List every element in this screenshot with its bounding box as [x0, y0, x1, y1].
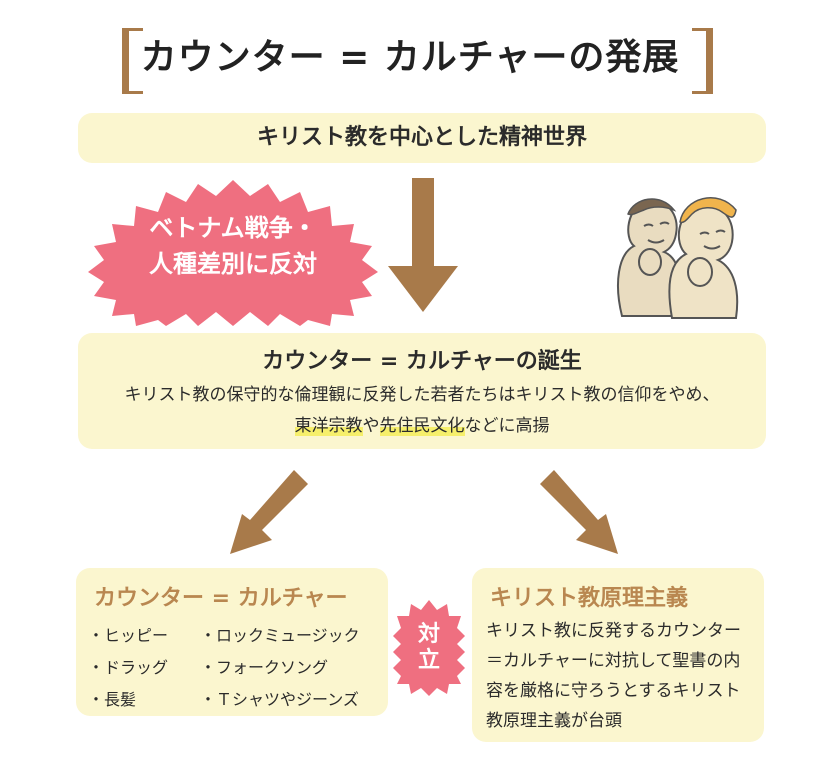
vs-burst-shape: [393, 600, 465, 696]
middle-box-title: カウンター = カルチャーの誕生: [262, 349, 582, 374]
middle-box-tail: などに高揚: [464, 416, 550, 436]
top-box-text: キリスト教を中心とした精神世界: [256, 125, 587, 150]
right-box-title: キリスト教原理主義: [490, 586, 689, 611]
people-illustration-icon: [617, 197, 739, 319]
highlight-indigenous-culture: 先住民文化: [379, 416, 465, 436]
vs-text: 対 立: [393, 622, 465, 674]
arrow-down-right-icon: [540, 470, 618, 554]
burst-line-1: ベトナム戦争・: [149, 214, 317, 242]
left-box-title: カウンター = カルチャー: [94, 586, 348, 611]
highlight-eastern-religion: 東洋宗教: [294, 416, 363, 436]
left-item-5: ・フォークソング: [200, 658, 329, 677]
left-item-1: ・ヒッピー: [88, 626, 169, 645]
title-bracket-right: [692, 28, 713, 94]
right-box-body: キリスト教に反発するカウンター＝カルチャーに対抗して聖書の内容を厳格に守ろうとす…: [486, 621, 741, 731]
right-box: キリスト教原理主義 キリスト教に反発するカウンター＝カルチャーに対抗して聖書の内…: [472, 568, 764, 742]
burst-line-2: 人種差別に反対: [149, 250, 317, 278]
arrow-down-icon: [388, 178, 458, 312]
left-item-4: ・ロックミュージック: [200, 626, 360, 645]
vs-line-1: 対: [417, 622, 440, 647]
left-box: カウンター = カルチャー ・ヒッピー ・ドラッグ ・長髪 ・ロックミュージック…: [76, 568, 388, 716]
arrow-down-left-icon: [230, 470, 308, 554]
middle-box-line-2: 東洋宗教や先住民文化などに高揚: [78, 411, 766, 436]
left-item-3: ・長髪: [88, 690, 137, 709]
middle-box-connector: や: [362, 416, 380, 436]
burst-text: ベトナム戦争・ 人種差別に反対: [88, 210, 378, 282]
page-title: カウンター = カルチャーの発展: [140, 37, 680, 78]
left-item-2: ・ドラッグ: [88, 658, 169, 677]
middle-box: カウンター = カルチャーの誕生 キリスト教の保守的な倫理観に反発した若者たちは…: [78, 333, 766, 449]
vs-line-2: 立: [417, 648, 440, 673]
title-bracket-left: [122, 28, 143, 94]
middle-box-line-1: キリスト教の保守的な倫理観に反発した若者たちはキリスト教の信仰をやめ、: [124, 385, 720, 405]
top-box: キリスト教を中心とした精神世界: [78, 113, 766, 163]
left-item-6: ・Ｔシャツやジーンズ: [200, 690, 359, 709]
burst-shape: [88, 180, 378, 326]
